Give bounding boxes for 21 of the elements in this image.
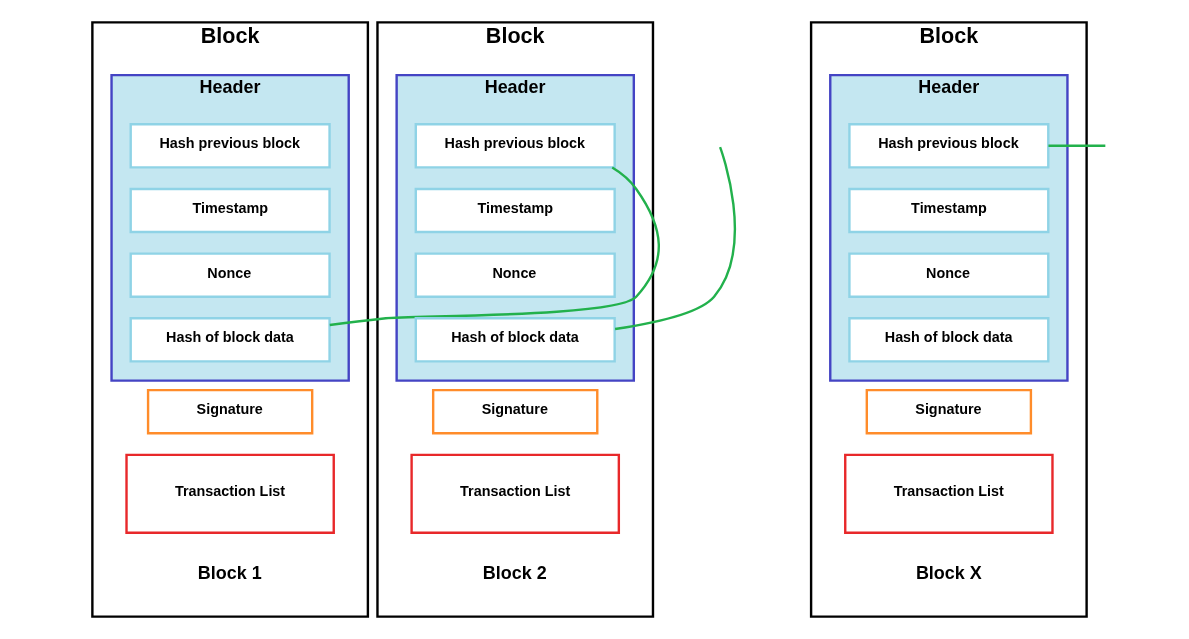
node-box: Hash of block data <box>848 317 1050 363</box>
node-box: Hash previous block <box>414 123 616 169</box>
node-box: Hash previous block <box>129 123 331 169</box>
node-box: Hash previous block <box>848 123 1050 169</box>
node-box: Hash of block data <box>414 317 616 363</box>
node-box: Signature <box>865 388 1033 435</box>
node-box: Timestamp <box>848 187 1050 234</box>
node-box: Timestamp <box>414 187 616 234</box>
node-box: Nonce <box>129 252 331 298</box>
node-box: Transaction List <box>410 453 621 534</box>
node-box: Timestamp <box>129 187 331 234</box>
connector <box>329 166 660 327</box>
node-box: Nonce <box>848 252 1050 298</box>
node-box: Hash of block data <box>129 317 331 363</box>
node-box: Signature <box>431 388 599 435</box>
node-box: Transaction List <box>125 453 335 534</box>
node-box: Transaction List <box>844 453 1054 534</box>
connector <box>614 146 736 331</box>
node-box: Nonce <box>414 252 616 298</box>
connector <box>1048 144 1106 147</box>
node-box: Signature <box>146 388 314 435</box>
